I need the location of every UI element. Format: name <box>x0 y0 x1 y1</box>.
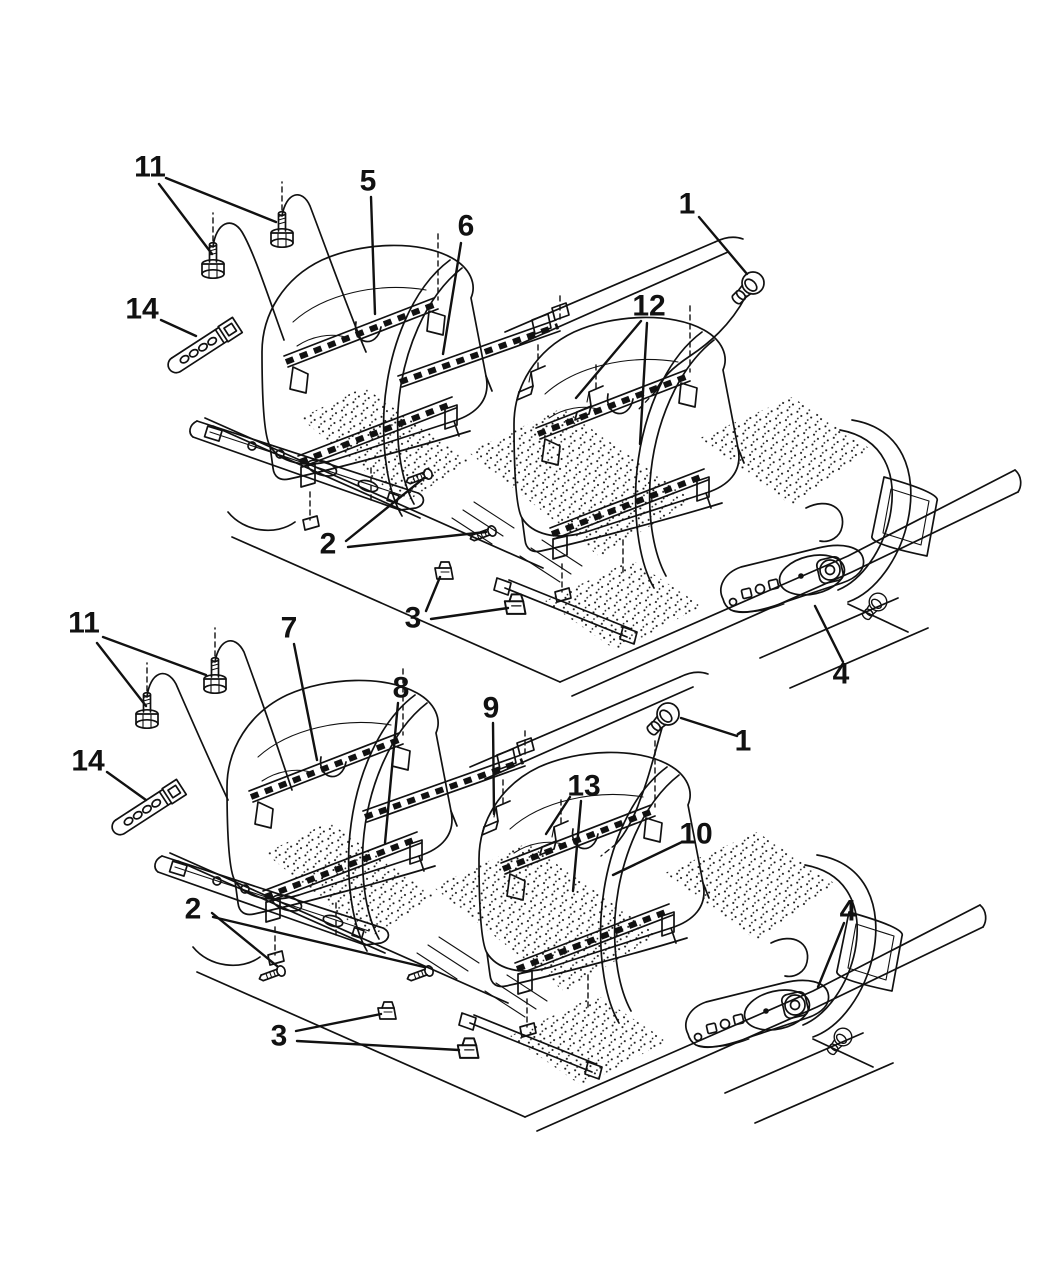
callout-leader-line <box>346 530 488 549</box>
callout-4: 4 <box>816 895 857 989</box>
callout-leader-line <box>159 318 198 338</box>
callout-number: 6 <box>458 210 475 243</box>
callout-number: 2 <box>185 893 202 926</box>
callout-10: 10 <box>611 818 713 877</box>
callout-leader-line <box>383 701 400 845</box>
callout-number: 10 <box>679 818 712 851</box>
callouts-lower-assembly: 11 7 8 9 14 1 13 10 2 3 4 <box>68 607 857 1053</box>
callout-leader-line <box>211 915 426 969</box>
anchor-bolt-icon <box>640 697 685 742</box>
callout-1: 1 <box>679 188 749 276</box>
callout-number: 7 <box>281 612 298 645</box>
callout-13: 13 <box>544 770 601 893</box>
callout-8: 8 <box>383 672 410 845</box>
callout-number: 13 <box>567 770 600 803</box>
callout-12: 12 <box>574 290 666 446</box>
upper-assembly-art <box>190 234 1021 696</box>
callout-1: 1 <box>679 716 752 758</box>
callout-9: 9 <box>483 692 500 816</box>
callout-5: 5 <box>360 165 377 316</box>
bolt-path-curve <box>281 194 367 353</box>
anchor-clip-icon <box>434 561 454 580</box>
anchor-clip-icon <box>456 1037 480 1059</box>
callout-leader-line <box>295 1039 461 1052</box>
callout-number: 3 <box>271 1020 288 1053</box>
callout-leader-line <box>105 770 148 802</box>
callout-number: 5 <box>360 165 377 198</box>
callout-6: 6 <box>441 210 475 356</box>
bolt-path-curve <box>212 222 285 341</box>
wire-lead <box>615 727 663 845</box>
bolt-path-curve <box>214 640 293 791</box>
callout-leader-line <box>424 575 442 613</box>
callout-leader-line <box>369 195 377 316</box>
callout-number: 11 <box>68 607 100 640</box>
upper-view <box>163 181 1021 696</box>
callout-leader-line <box>813 604 845 664</box>
lower-view <box>107 627 986 1131</box>
anchor-clip-icon <box>377 1001 397 1020</box>
callout-leader-line <box>544 795 572 836</box>
callout-leader-line <box>294 1012 383 1033</box>
callout-number: 11 <box>134 151 166 184</box>
callout-leader-line <box>441 241 463 356</box>
callout-leader-line <box>574 319 643 400</box>
callout-number: 2 <box>320 528 337 561</box>
callout-leader-line <box>611 840 684 877</box>
lower-loose-parts <box>107 627 685 1059</box>
wire-lead <box>654 295 747 393</box>
callout-leader-line <box>210 911 279 968</box>
callout-7: 7 <box>281 612 319 762</box>
callout-leader-line <box>95 641 148 708</box>
callout-number: 9 <box>483 692 500 725</box>
callout-leader-line <box>164 176 278 224</box>
adjuster-screw-icon <box>256 963 288 985</box>
callout-number: 12 <box>632 290 665 323</box>
callout-2: 2 <box>185 893 426 969</box>
callout-3: 3 <box>271 1012 461 1053</box>
callout-number: 1 <box>679 188 696 221</box>
callout-14: 14 <box>125 293 198 338</box>
callout-leader-line <box>816 921 846 989</box>
upper-loose-parts <box>163 181 770 615</box>
belt-buckle-icon <box>107 778 188 840</box>
callout-leader-line <box>638 321 649 446</box>
callout-number: 4 <box>833 658 850 691</box>
callout-2: 2 <box>320 476 488 561</box>
callout-leader-line <box>292 642 319 762</box>
callout-11: 11 <box>134 151 278 256</box>
callout-leader-line <box>101 635 208 677</box>
callout-leader-line <box>679 716 739 738</box>
callout-4: 4 <box>813 604 850 691</box>
callout-14: 14 <box>71 745 148 802</box>
callout-number: 8 <box>393 672 410 705</box>
bolt-path-curve <box>146 672 229 801</box>
callout-number: 3 <box>405 602 422 635</box>
callout-leader-line <box>344 476 426 543</box>
callout-3: 3 <box>405 575 510 635</box>
callout-number: 14 <box>125 293 159 326</box>
callout-leader-line <box>491 721 496 816</box>
callout-number: 4 <box>840 895 857 928</box>
callout-number: 14 <box>71 745 105 778</box>
callout-leader-line <box>429 606 510 621</box>
callout-leader-line <box>571 799 583 893</box>
callout-11: 11 <box>68 607 208 708</box>
callout-number: 1 <box>735 725 752 758</box>
lower-assembly-art <box>155 669 986 1131</box>
anchor-clip-icon <box>503 593 527 615</box>
callout-leader-line <box>157 182 214 256</box>
callout-leader-line <box>697 215 749 276</box>
